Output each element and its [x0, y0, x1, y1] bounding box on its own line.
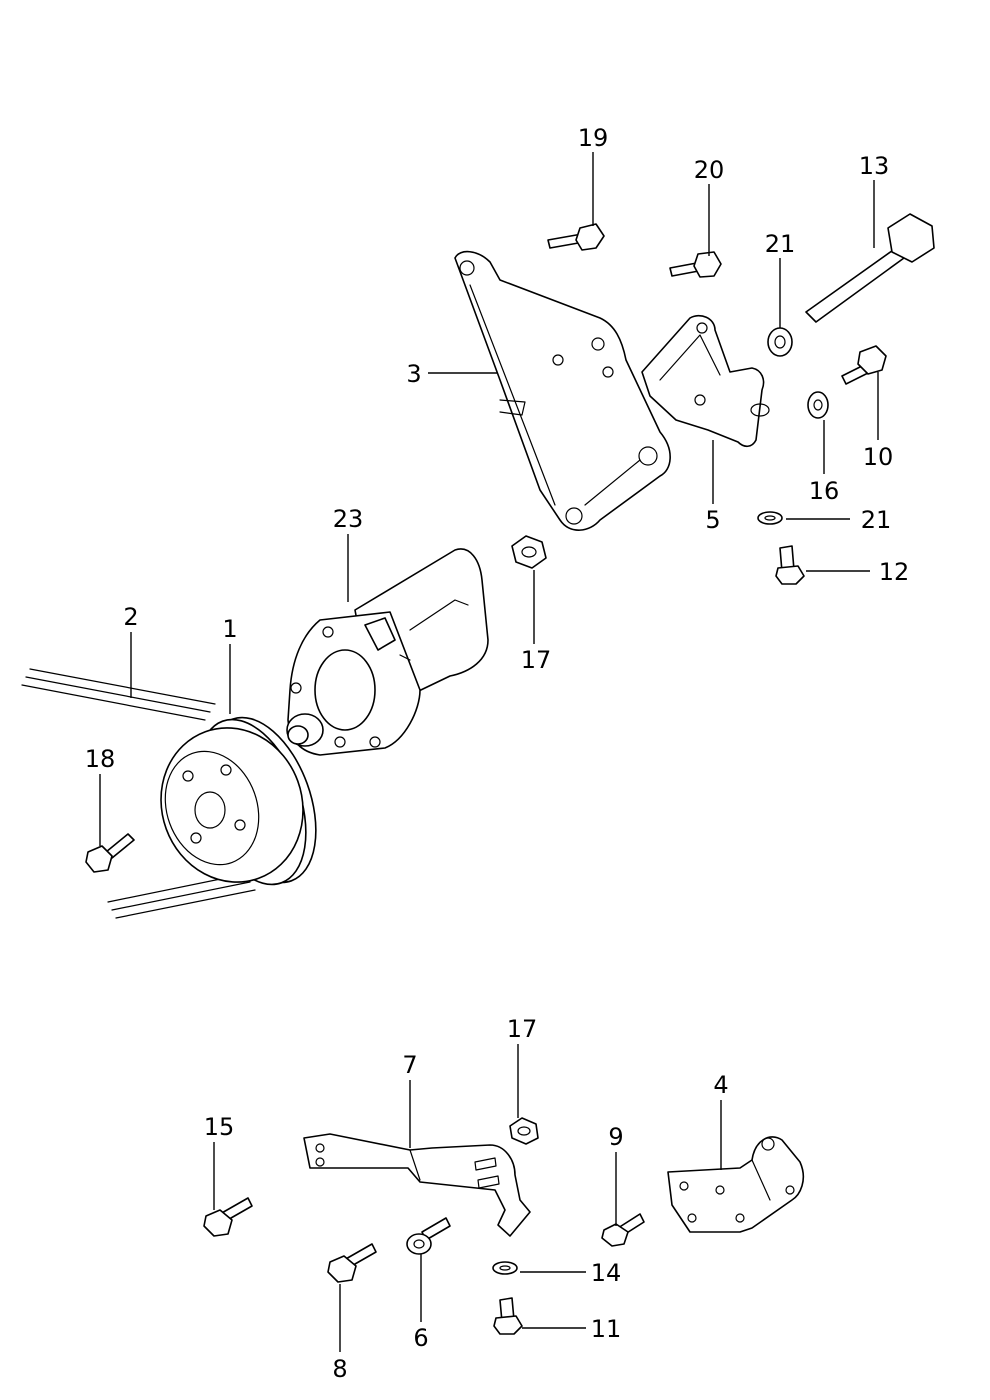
part-23-power-steering-pump: [286, 548, 489, 756]
callout-21-right: 21: [861, 506, 892, 534]
part-17-nut-bottom: [509, 1117, 539, 1145]
part-21-washer-right: [757, 511, 783, 525]
callout-labels: 19 20 13 21 3 10 16 5 21 12 23 2 1 17 18…: [85, 124, 910, 1383]
callout-23: 23: [333, 505, 364, 533]
callout-2: 2: [123, 603, 138, 631]
part-1-pulley: [160, 716, 317, 886]
callout-17-bottom: 17: [507, 1015, 538, 1043]
callout-19: 19: [578, 124, 609, 152]
part-8-bolt: [327, 1243, 377, 1283]
part-19-bolt: [547, 223, 605, 251]
callout-16: 16: [809, 477, 840, 505]
part-16-washer: [807, 391, 829, 419]
part-20-bolt: [669, 251, 722, 278]
part-14-washer: [492, 1261, 518, 1275]
part-4-bracket: [667, 1136, 805, 1233]
callout-18: 18: [85, 745, 116, 773]
part-7-bracket: [303, 1133, 531, 1237]
callout-12: 12: [879, 558, 910, 586]
part-11-bolt: [493, 1297, 523, 1335]
callout-4: 4: [713, 1071, 728, 1099]
callout-6: 6: [413, 1324, 428, 1352]
callout-15: 15: [204, 1113, 235, 1141]
part-13-long-bolt: [805, 213, 935, 323]
callout-8: 8: [332, 1355, 347, 1383]
callout-9: 9: [608, 1123, 623, 1151]
part-17-nut-top: [511, 535, 547, 569]
part-6-bolt: [406, 1217, 451, 1255]
part-12-bolt: [775, 545, 805, 585]
part-21-washer-top: [767, 327, 793, 357]
part-9-bolt: [601, 1213, 645, 1247]
callout-21-top: 21: [765, 230, 796, 258]
part-10-bolt: [841, 345, 887, 385]
callout-11: 11: [591, 1315, 622, 1343]
callout-5: 5: [705, 506, 720, 534]
leader-lines: [99, 152, 879, 1352]
part-15-bolt: [203, 1197, 253, 1237]
callout-1: 1: [222, 615, 237, 643]
callout-14: 14: [591, 1259, 622, 1287]
callout-17-top: 17: [521, 646, 552, 674]
callout-13: 13: [859, 152, 890, 180]
part-18-bolt: [85, 833, 135, 873]
part-5-support-bracket: [641, 314, 770, 448]
part-3-mounting-bracket: [454, 250, 671, 531]
callout-20: 20: [694, 156, 725, 184]
callout-3: 3: [406, 360, 421, 388]
callout-10: 10: [863, 443, 894, 471]
callout-7: 7: [402, 1051, 417, 1079]
